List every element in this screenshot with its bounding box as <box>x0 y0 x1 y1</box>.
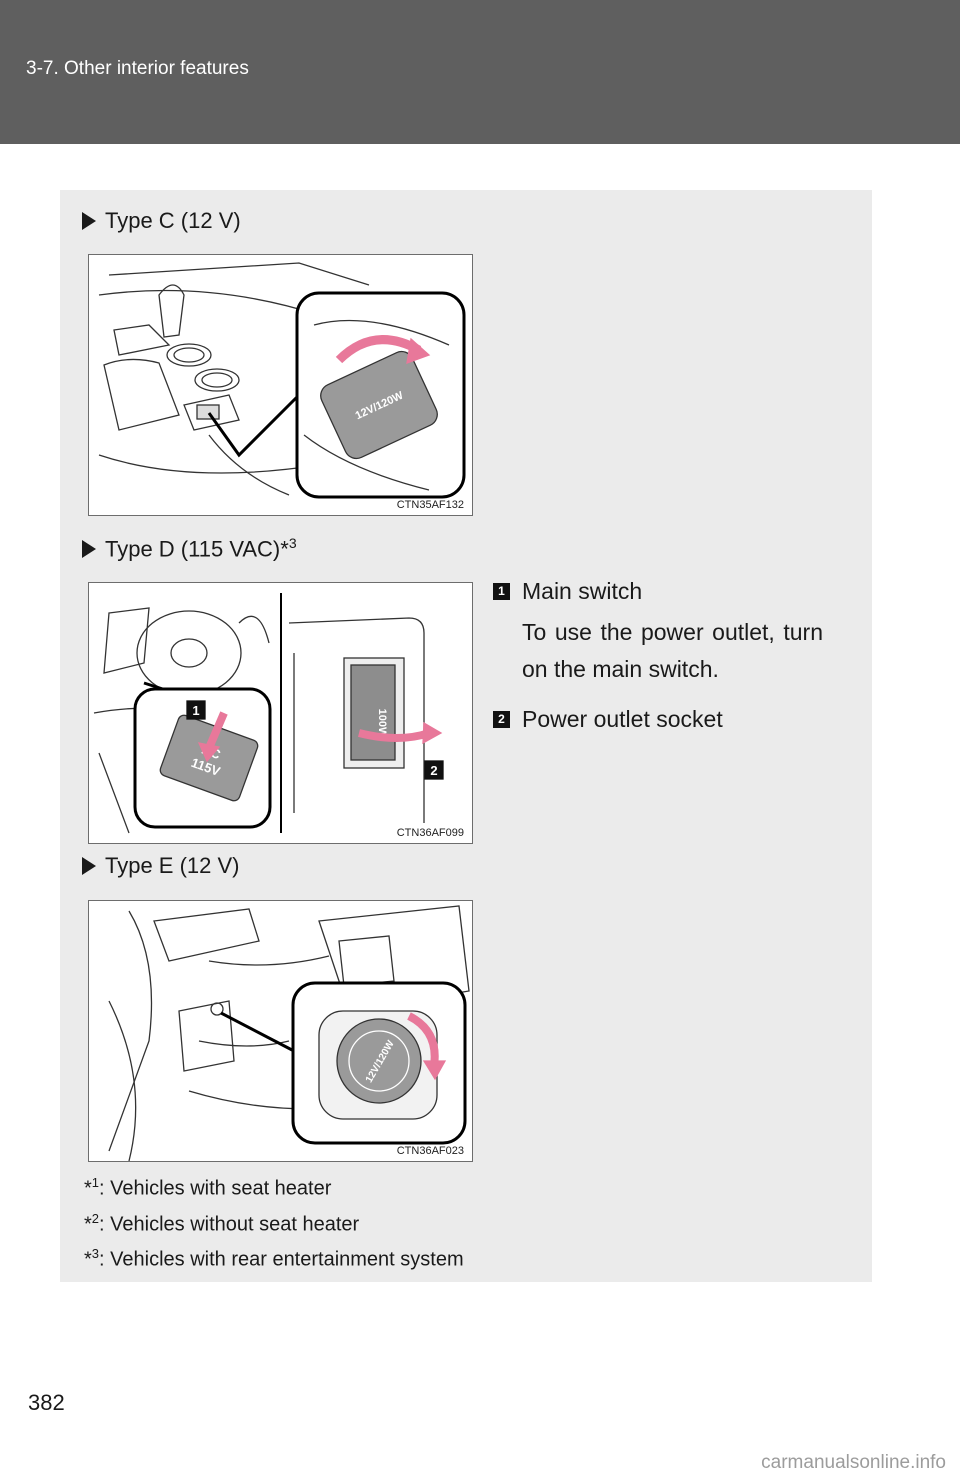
cargo-area-illustration: 12V/120W <box>108 905 470 1161</box>
center-console-illustration: 12V/120W <box>98 262 466 499</box>
type-e-heading: Type E (12 V) <box>82 853 240 879</box>
watermark: carmanualsonline.info <box>761 1452 946 1473</box>
type-e-figure: 12V/120W CTN36AF023 <box>88 900 473 1162</box>
callout-main-switch-description: To use the power outlet, turn on the mai… <box>522 619 823 682</box>
svg-text:2: 2 <box>430 763 437 778</box>
triangle-bullet-icon <box>82 212 96 230</box>
page-header: 3-7. Other interior features <box>0 0 960 144</box>
footnote-2: *2: Vehicles without seat heater <box>84 1210 360 1236</box>
figure-code: CTN36AF099 <box>396 827 464 839</box>
callout-number-badge: 2 <box>493 711 510 728</box>
triangle-bullet-icon <box>82 857 96 875</box>
dashboard-switch-illustration: 100W AC 115V 1 2 <box>93 593 444 834</box>
footnote-3: *3: Vehicles with rear entertainment sys… <box>84 1246 464 1271</box>
section-title: 3-7. Other interior features <box>26 58 249 79</box>
callout-main-switch: 1 Main switch <box>493 576 823 607</box>
type-d-figure: 100W AC 115V 1 2 CTN36AF099 <box>88 582 473 844</box>
callout-number-badge: 1 <box>493 583 510 600</box>
footnotes: *1: Vehicles with seat heater *2: Vehicl… <box>84 1168 464 1275</box>
footnote-1: *1: Vehicles with seat heater <box>84 1175 332 1200</box>
svg-text:100W: 100W <box>376 709 388 738</box>
callout-list: 1 Main switch To use the power outlet, t… <box>493 576 823 735</box>
type-c-figure: 12V/120W CTN35AF132 <box>88 254 473 516</box>
figure-code: CTN36AF023 <box>396 1145 464 1157</box>
page-number: 382 <box>28 1390 65 1415</box>
svg-text:1: 1 <box>192 703 199 718</box>
triangle-bullet-icon <box>82 540 96 559</box>
figure-code: CTN35AF132 <box>396 499 464 511</box>
type-c-heading: Type C (12 V) <box>82 208 241 234</box>
type-d-heading: Type D (115 VAC)*3 <box>82 535 297 562</box>
callout-power-outlet-socket: 2 Power outlet socket <box>493 704 823 735</box>
